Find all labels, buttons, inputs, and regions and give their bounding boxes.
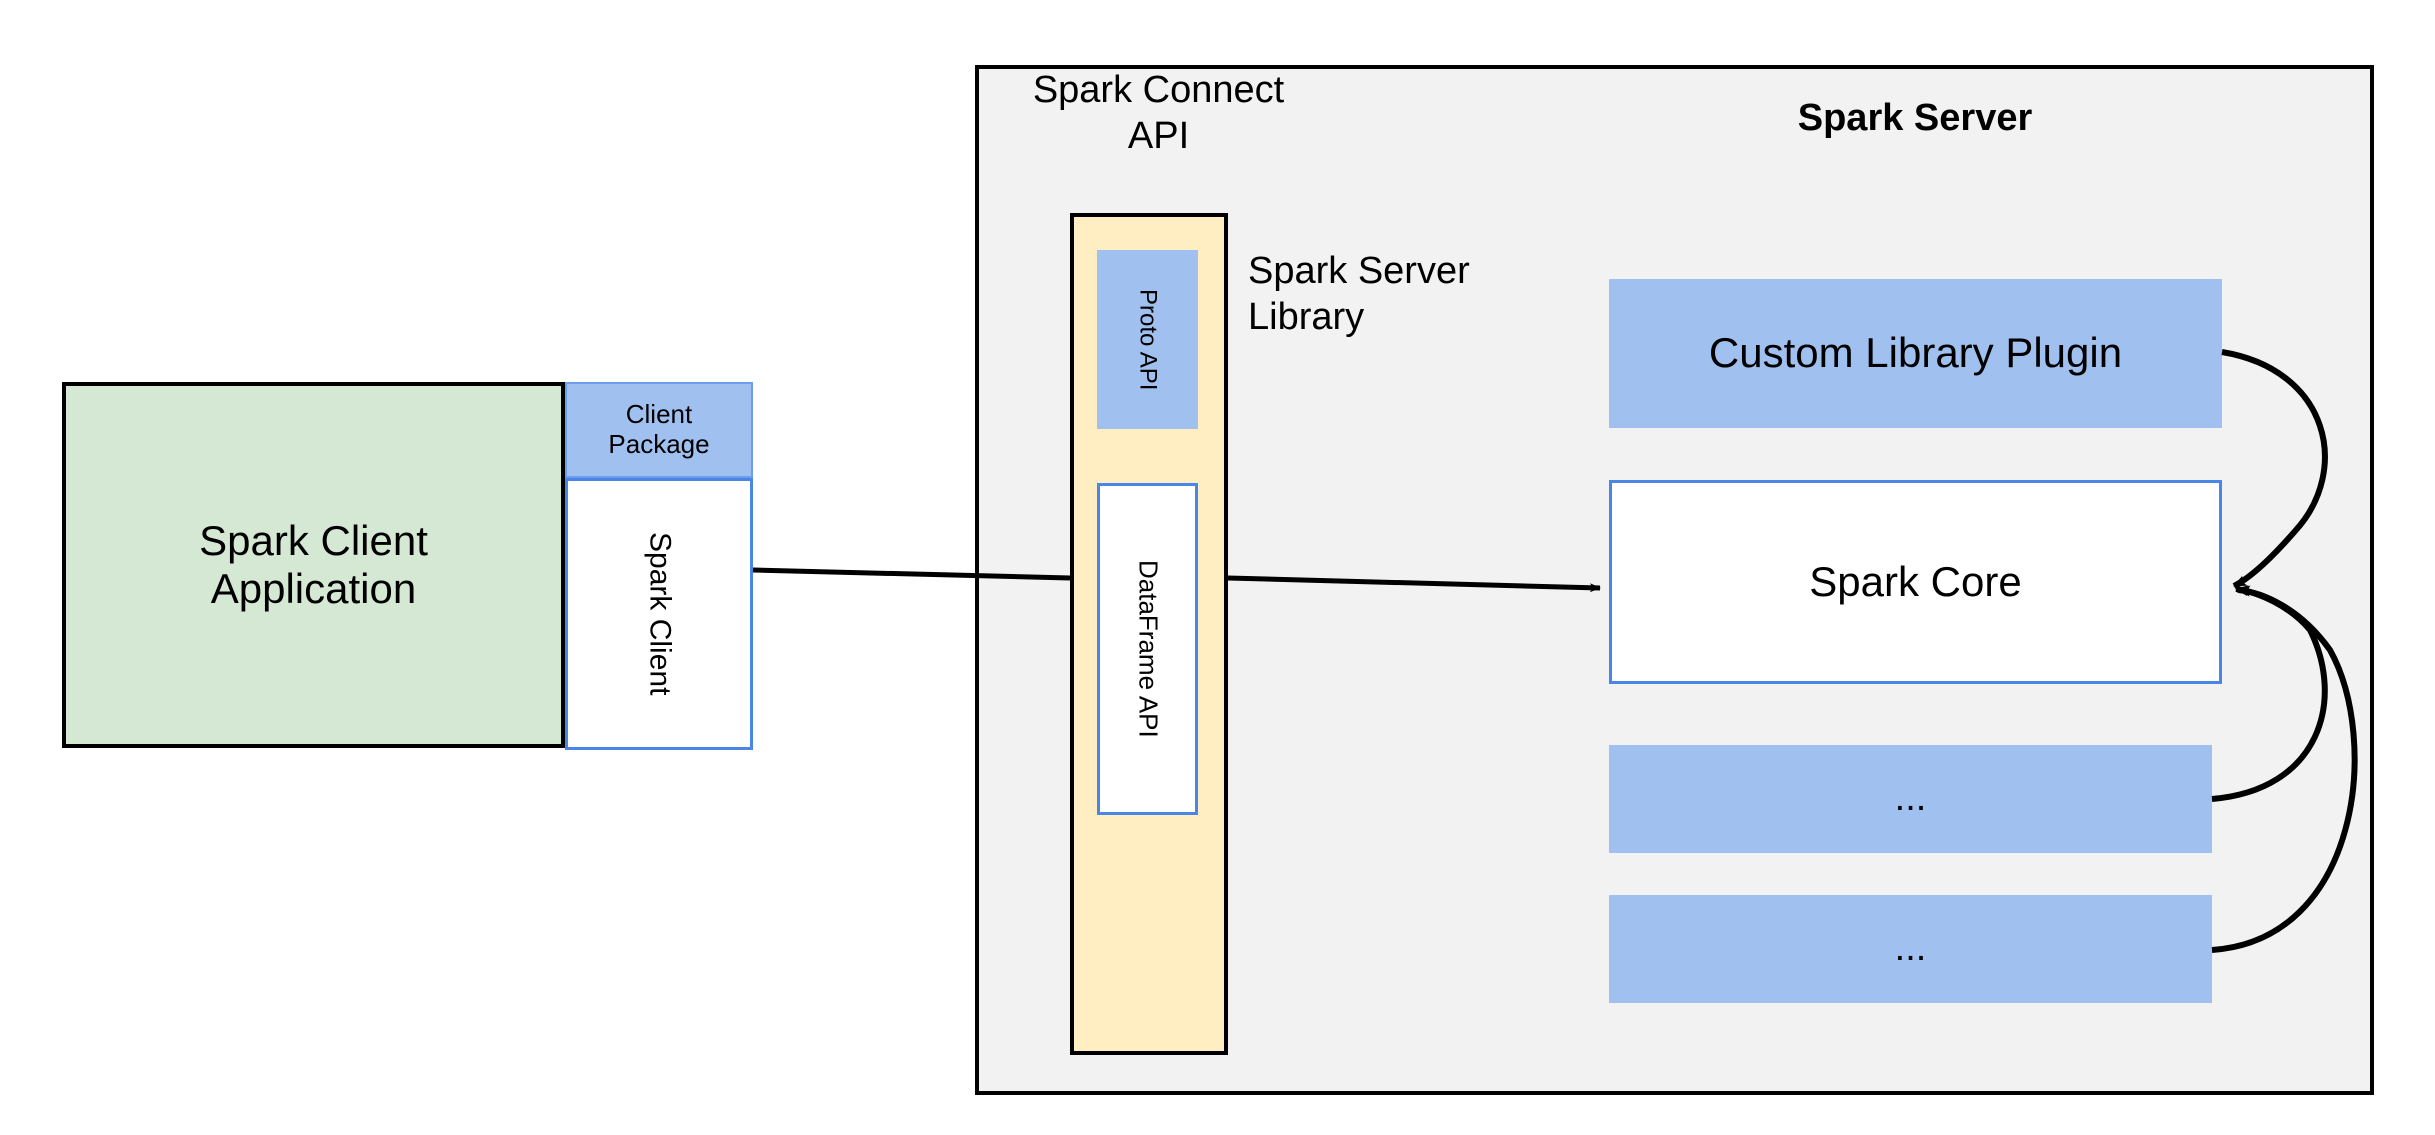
spark-connect-api-label-line-2: API <box>1127 114 1190 157</box>
ellipsis-box-1[interactable]: ... <box>1609 745 2212 853</box>
spark-server-library-label: Spark Server Library <box>1248 249 1528 340</box>
client-package-box[interactable]: Client Package <box>565 382 753 478</box>
ellipsis-box-2-label: ... <box>1894 927 1927 970</box>
dataframe-api-label: DataFrame API <box>1133 560 1164 738</box>
spark-connect-api-label: Spark Connect API <box>1016 68 1301 159</box>
ellipsis-box-1-label: ... <box>1894 777 1927 820</box>
custom-library-plugin-label: Custom Library Plugin <box>1708 329 2123 377</box>
spark-client-application-label: Spark Client Application <box>199 517 428 614</box>
client-package-line-2: Package <box>608 429 710 459</box>
spark-server-library-line-2: Library <box>1248 295 1365 338</box>
spark-client-application-line-2: Application <box>210 565 417 612</box>
proto-api-label: Proto API <box>1134 288 1162 391</box>
spark-client-label: Spark Client <box>643 532 677 696</box>
dataframe-api-box[interactable]: DataFrame API <box>1097 483 1198 815</box>
ellipsis-box-2[interactable]: ... <box>1609 895 2212 1003</box>
client-package-line-1: Client <box>625 399 693 430</box>
spark-connect-api-label-line-1: Spark Connect <box>1032 69 1285 111</box>
spark-server-library-line-1: Spark Server <box>1248 250 1470 292</box>
spark-core-label: Spark Core <box>1809 557 2022 605</box>
proto-api-box[interactable]: Proto API <box>1097 250 1198 429</box>
custom-library-plugin-box[interactable]: Custom Library Plugin <box>1609 279 2222 428</box>
spark-core-box[interactable]: Spark Core <box>1609 480 2222 684</box>
spark-client-application-line-1: Spark Client <box>199 516 428 564</box>
client-package-label: Client Package <box>608 399 710 460</box>
spark-client-application-box[interactable]: Spark Client Application <box>62 382 565 748</box>
spark-server-title: Spark Server <box>1797 97 2033 139</box>
spark-client-box[interactable]: Spark Client <box>565 478 753 750</box>
